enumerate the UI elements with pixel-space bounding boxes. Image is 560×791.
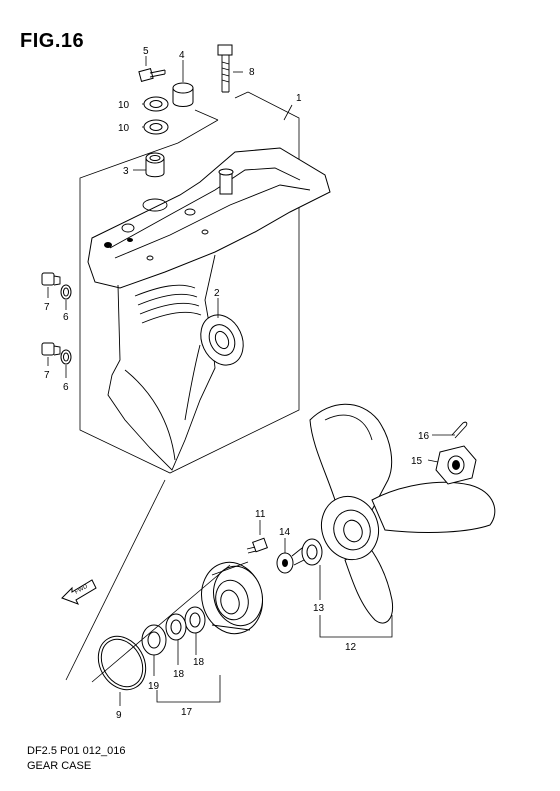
gasket-part-6-lower [60, 349, 72, 365]
cotter-pin-part-16 [451, 421, 468, 439]
collar-part-4 [172, 82, 194, 107]
oil-seal-part-10-upper [143, 96, 169, 112]
oil-seal-part-10-lower [143, 119, 169, 135]
callout-17: 17 [181, 707, 193, 718]
prop-nut-part-15 [435, 445, 477, 485]
callout-4: 4 [179, 50, 185, 61]
callout-7-lower: 7 [44, 370, 50, 381]
callout-3: 3 [123, 166, 129, 177]
callout-11: 11 [255, 509, 266, 520]
bushing-part-3 [145, 152, 165, 178]
bearing-part-2 [200, 314, 244, 366]
washer-part-14 [276, 552, 294, 574]
bolt-part-11 [246, 537, 268, 554]
bolt-part-5 [138, 68, 166, 82]
callout-14: 14 [279, 527, 291, 538]
fwd-direction-arrow: FWD [61, 579, 97, 605]
callout-2: 2 [214, 288, 220, 299]
callout-19: 19 [148, 681, 160, 692]
callout-9: 9 [116, 710, 122, 721]
callout-10-lower: 10 [118, 123, 130, 134]
callout-13: 13 [313, 603, 325, 614]
diagram-name: GEAR CASE [27, 760, 92, 772]
oil-seal-part-18-front [184, 606, 206, 634]
callout-16: 16 [418, 431, 430, 442]
callout-10-upper: 10 [118, 100, 130, 111]
callout-15: 15 [411, 456, 423, 467]
callout-18-front: 18 [193, 657, 205, 668]
plug-part-7-lower [41, 342, 61, 356]
callout-7-upper: 7 [44, 302, 50, 313]
callout-labels: 1 2 3 4 5 6 6 7 7 8 9 10 10 11 12 13 14 … [44, 46, 430, 721]
gear-case-box-outline [79, 91, 300, 474]
o-ring-part-9 [97, 635, 147, 691]
callout-18-rear: 18 [173, 669, 185, 680]
callout-1: 1 [296, 93, 302, 104]
plug-part-7-upper [41, 272, 61, 286]
callout-8: 8 [249, 67, 255, 78]
callout-6-lower: 6 [63, 382, 69, 393]
spacer-part-13 [291, 538, 323, 566]
callout-5: 5 [143, 46, 149, 57]
propeller-part-12 [309, 403, 496, 624]
oil-seal-part-18-rear [165, 613, 187, 641]
leader-lines [47, 56, 455, 706]
bolt-part-8 [217, 44, 233, 93]
gasket-part-6-upper [60, 284, 72, 300]
bearing-housing [201, 561, 263, 635]
figure-title: FIG.16 [20, 30, 85, 52]
callout-12: 12 [345, 642, 357, 653]
gear-case-housing [87, 147, 331, 471]
callout-6-upper: 6 [63, 312, 69, 323]
diagram-code: DF2.5 P01 012_016 [27, 745, 126, 757]
